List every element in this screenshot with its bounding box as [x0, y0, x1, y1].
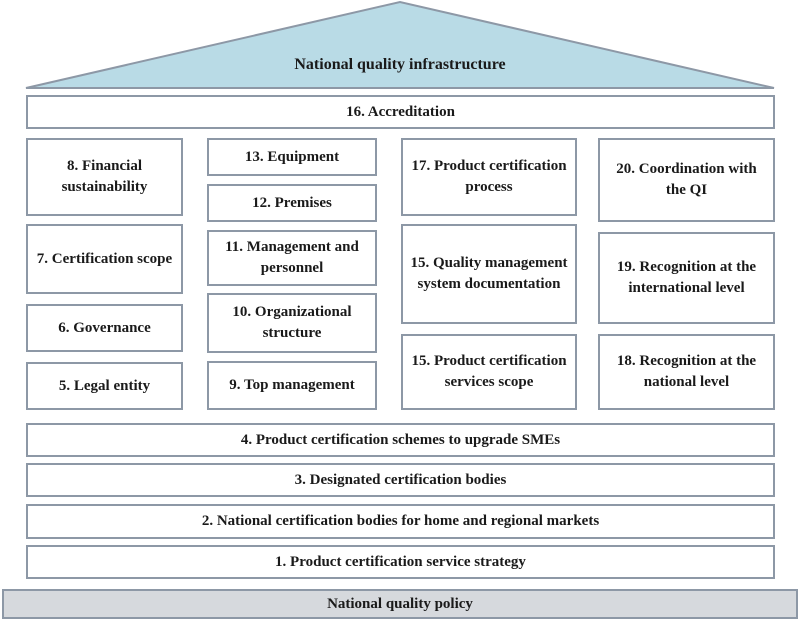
layer-service-strategy: 1. Product certification service strateg…: [26, 545, 775, 579]
pillar-premises: 12. Premises: [207, 184, 377, 222]
pillar-certification-scope: 7. Certification scope: [26, 224, 183, 294]
pillar-governance: 6. Governance: [26, 304, 183, 352]
roof: [25, 0, 775, 89]
pillar-services-scope: 15. Product certification services scope: [401, 334, 577, 410]
base-quality-policy: National quality policy: [2, 589, 798, 619]
pillar-coordination-qi: 20. Coordination with the QI: [598, 138, 775, 222]
accreditation-beam: 16. Accreditation: [26, 95, 775, 129]
layer-certification-schemes: 4. Product certification schemes to upgr…: [26, 423, 775, 457]
pillar-management-personnel: 11. Management and personnel: [207, 230, 377, 286]
pillar-financial-sustainability: 8. Financial sustainability: [26, 138, 183, 216]
pillar-equipment: 13. Equipment: [207, 138, 377, 176]
layer-national-bodies: 2. National certification bodies for hom…: [26, 504, 775, 539]
roof-title: National quality infrastructure: [294, 56, 506, 73]
pillar-top-management: 9. Top management: [207, 361, 377, 410]
pillar-organizational-structure: 10. Organizational structure: [207, 293, 377, 353]
pillar-qms-documentation: 15. Quality management system documentat…: [401, 224, 577, 324]
layer-designated-bodies: 3. Designated certification bodies: [26, 463, 775, 497]
pillar-legal-entity: 5. Legal entity: [26, 362, 183, 410]
pillar-international-recognition: 19. Recognition at the international lev…: [598, 232, 775, 324]
pillar-product-certification-process: 17. Product certification process: [401, 138, 577, 216]
pillar-national-recognition: 18. Recognition at the national level: [598, 334, 775, 410]
